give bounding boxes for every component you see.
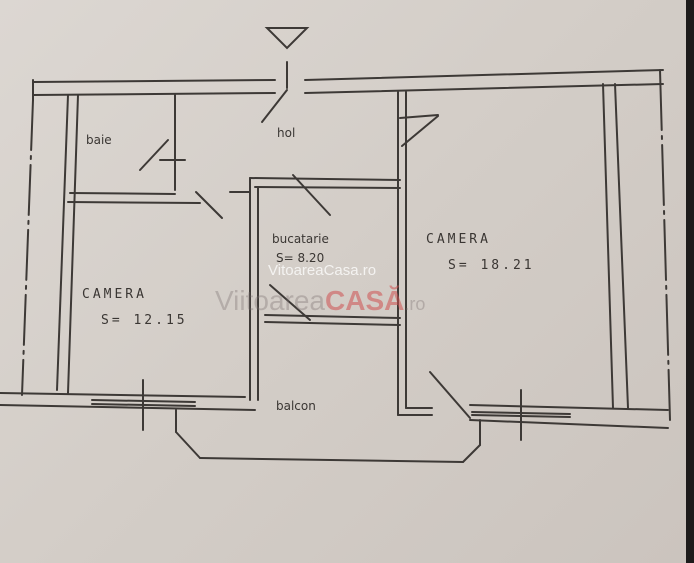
room-label-balcon: balcon — [276, 399, 316, 413]
room-label-camera-right: CAMERA — [426, 232, 491, 247]
watermark-small: VitoareaCasa.ro — [268, 262, 377, 279]
watermark-brand: CASĂ — [325, 285, 405, 316]
room-label-bucatarie: bucatarie — [272, 232, 329, 246]
room-area-bucatarie: S= 8.20 — [276, 251, 325, 265]
entrance-triangle-icon — [264, 27, 310, 50]
watermark-large: ViitoareaCASĂ.ro — [215, 285, 425, 317]
room-label-baie: baie — [86, 133, 112, 147]
watermark-suffix: .ro — [404, 294, 426, 314]
room-area-camera-left: S= 12.15 — [101, 313, 188, 328]
room-area-camera-right: S= 18.21 — [448, 258, 535, 273]
watermark-prefix: Viitoarea — [215, 285, 326, 316]
photo-edge — [686, 0, 694, 563]
room-label-camera-left: CAMERA — [82, 287, 147, 302]
room-label-hol: hol — [277, 126, 296, 140]
